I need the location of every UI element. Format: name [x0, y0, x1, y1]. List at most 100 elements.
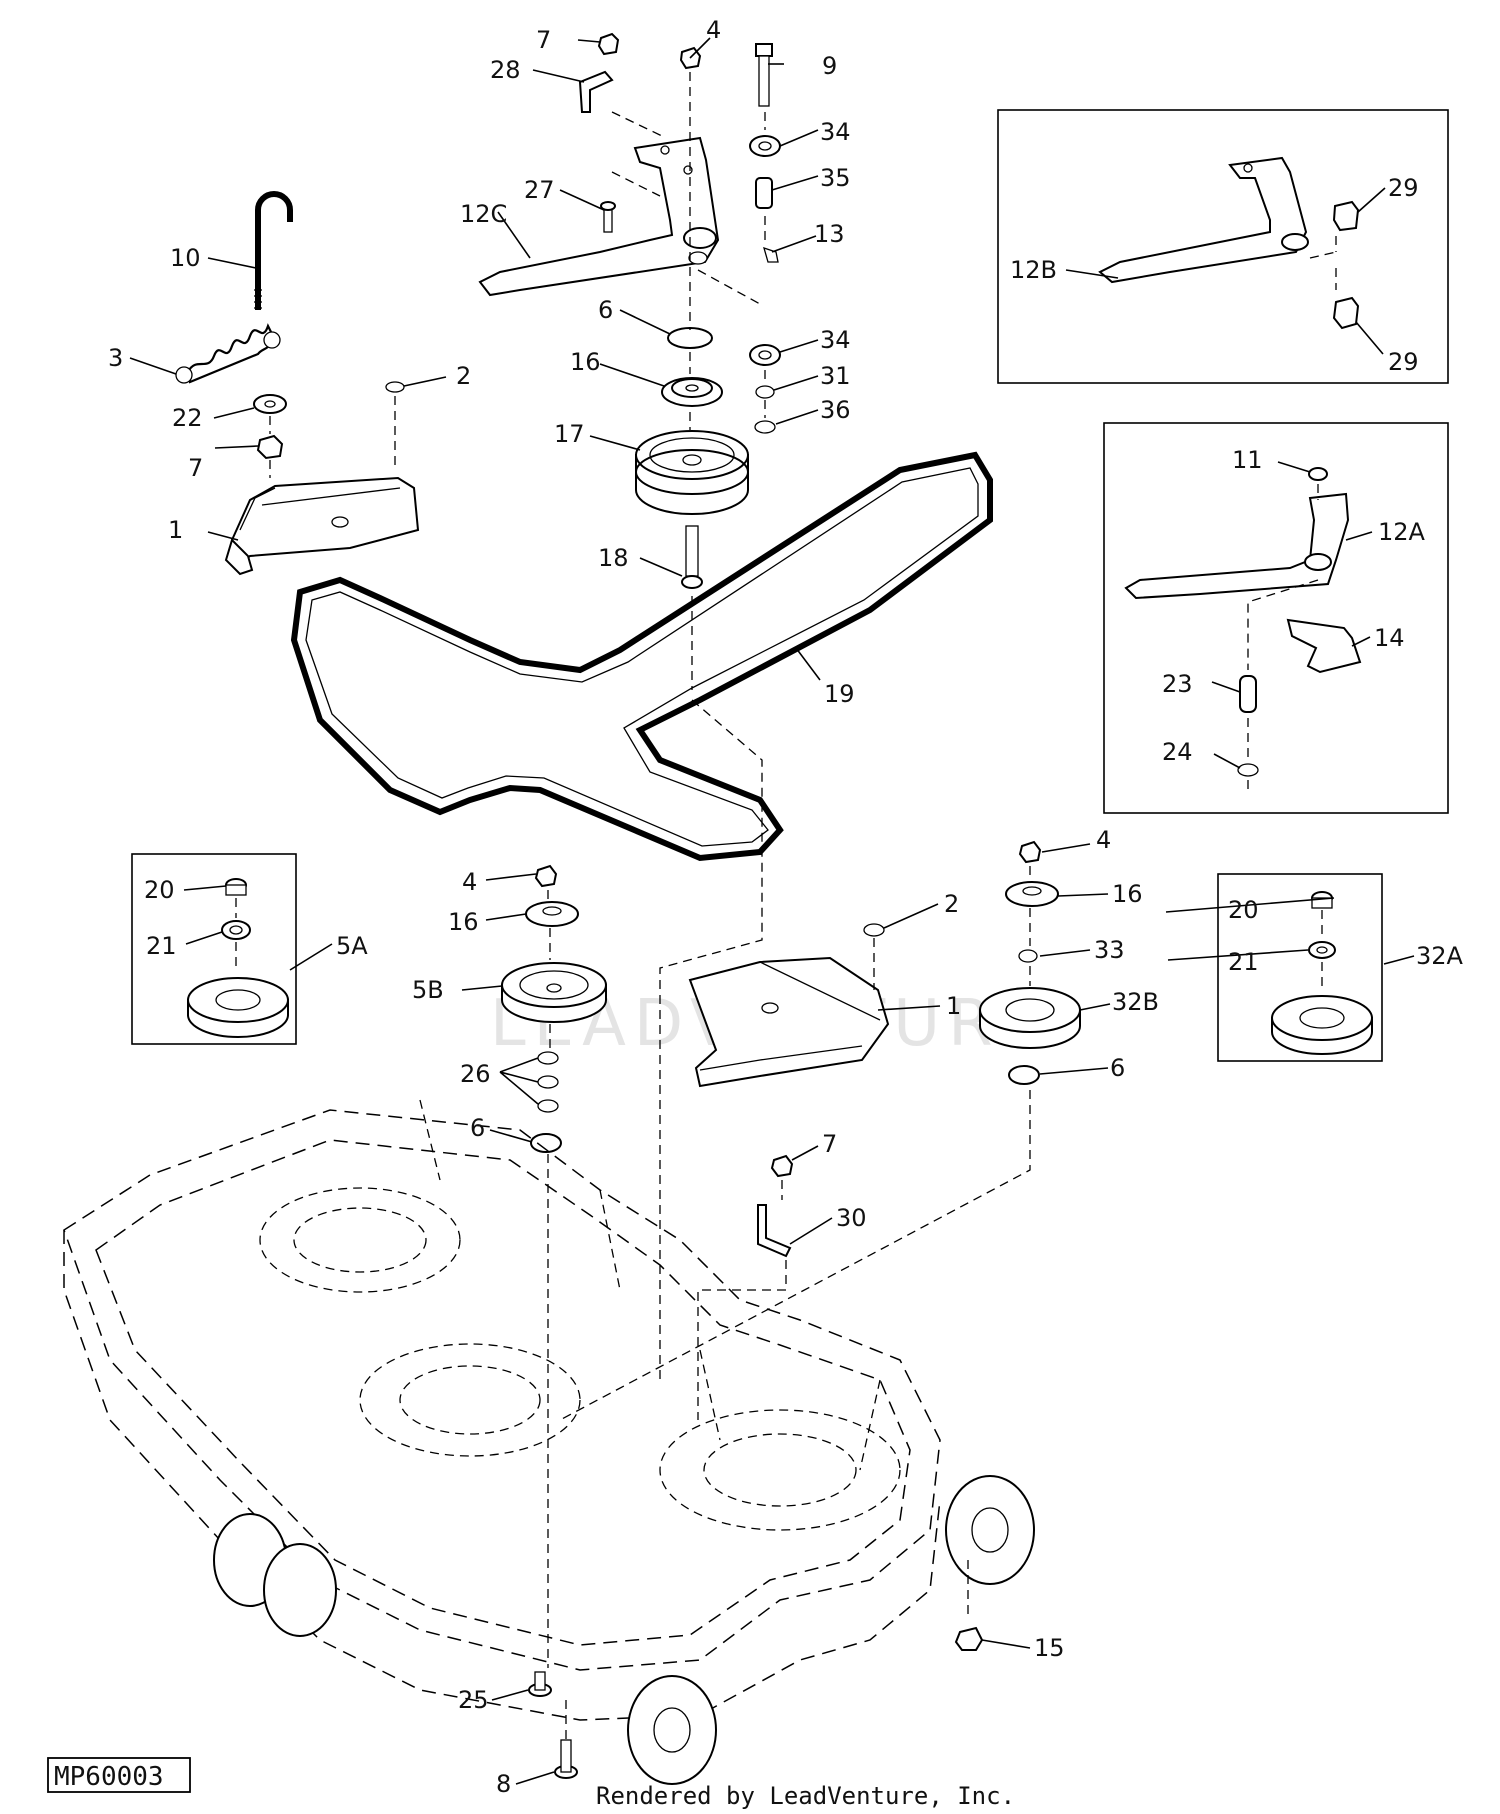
callout-8: 8 [496, 1770, 511, 1798]
bushing-29-lower [1332, 296, 1360, 330]
washers-26 [537, 1051, 559, 1113]
callout-1: 1 [168, 516, 183, 544]
bearing-34-lower [749, 344, 781, 366]
pulley-16-right [1005, 881, 1059, 907]
figure-id: MP60003 [54, 1762, 164, 1792]
callout-23: 23 [1162, 670, 1193, 698]
pulley-16-left [525, 901, 579, 927]
pulley-5B [501, 962, 607, 1023]
callout-34: 34 [820, 118, 851, 146]
inset-box-12B [997, 109, 1449, 384]
callout-7: 7 [188, 454, 203, 482]
callout-24: 24 [1162, 738, 1193, 766]
bushing-29-upper [1332, 200, 1360, 232]
callout-5A: 5A [336, 932, 368, 960]
callout-32B: 32B [1112, 988, 1159, 1016]
callout-6: 6 [1110, 1054, 1125, 1082]
callout-6: 6 [470, 1114, 485, 1142]
callout-9: 9 [822, 52, 837, 80]
callout-25: 25 [458, 1686, 489, 1714]
callout-35: 35 [820, 164, 851, 192]
eyebolt-10 [254, 191, 293, 310]
callout-6: 6 [598, 296, 613, 324]
leader-lines [129, 37, 1415, 1785]
callout-34: 34 [820, 326, 851, 354]
callout-16: 16 [570, 348, 601, 376]
inset-box-5A [131, 853, 297, 1045]
spring-3 [175, 323, 281, 384]
spacer-33 [1018, 949, 1038, 963]
callout-27: 27 [524, 176, 555, 204]
bolt-9 [755, 43, 773, 107]
washer-31 [755, 385, 775, 399]
callout-15: 15 [1034, 1634, 1065, 1662]
callout-1: 1 [946, 992, 961, 1020]
callout-28: 28 [490, 56, 521, 84]
callout-21: 21 [1228, 948, 1259, 976]
nut-7-spring [256, 434, 284, 460]
mower-deck [63, 1099, 1035, 1785]
callout-29: 29 [1388, 174, 1419, 202]
pulley-5A [187, 977, 289, 1038]
callout-32A: 32A [1416, 942, 1464, 970]
idler-arm-12B [1098, 156, 1309, 284]
bolt-8 [554, 1739, 578, 1779]
callout-33: 33 [1094, 936, 1125, 964]
callout-18: 18 [598, 544, 629, 572]
nut-4-right [1018, 840, 1042, 864]
nut-4-left [534, 864, 558, 888]
callout-20: 20 [1228, 896, 1259, 924]
callout-5B: 5B [412, 976, 444, 1004]
washer-6-left [530, 1133, 562, 1153]
callout-16: 16 [1112, 880, 1143, 908]
callout-20: 20 [144, 876, 175, 904]
callout-7: 7 [822, 1130, 837, 1158]
plug-2-right [863, 923, 885, 937]
render-credit: Rendered by LeadVenture, Inc. [596, 1782, 1015, 1810]
inset-box-32A [1217, 873, 1383, 1062]
callout-30: 30 [836, 1204, 867, 1232]
callout-10: 10 [170, 244, 201, 272]
callout-36: 36 [820, 396, 851, 424]
callout-2: 2 [944, 890, 959, 918]
pulley-32A [1271, 995, 1373, 1055]
callout-4: 4 [706, 16, 721, 44]
belt-shield-1-top [224, 476, 420, 576]
callout-2: 2 [456, 362, 471, 390]
spacer-20-32A [1311, 891, 1333, 909]
plug-2-top [385, 381, 405, 393]
washer-22 [253, 394, 287, 414]
washer-6-right [1008, 1065, 1040, 1085]
spacer-23 [1239, 675, 1257, 713]
idler-arm-12C [478, 136, 720, 297]
pulley-32B [979, 987, 1081, 1049]
washer-6-top [667, 327, 713, 349]
callout-7: 7 [536, 26, 551, 54]
bolt-25 [528, 1671, 552, 1697]
callout-14: 14 [1374, 624, 1405, 652]
washer-24 [1237, 763, 1259, 777]
callout-29: 29 [1388, 348, 1419, 376]
alignment-lines [235, 72, 1337, 1740]
callout-17: 17 [554, 420, 585, 448]
bracket-14 [1286, 618, 1362, 674]
bearing-21-32A [1308, 941, 1336, 959]
callout-3: 3 [108, 344, 123, 372]
drive-belt-19 [290, 451, 993, 862]
callout-4: 4 [1096, 826, 1111, 854]
nut-11 [1308, 467, 1328, 481]
belt-shield-1-right [688, 956, 890, 1088]
nut-7-top [597, 32, 620, 56]
callout-12A: 12A [1378, 518, 1426, 546]
bolt-28 [578, 70, 614, 113]
callout-labels: 7 4 9 28 34 35 27 12C 13 10 6 34 16 31 3… [108, 16, 1464, 1798]
nut-7-lower [770, 1154, 794, 1178]
callout-13: 13 [814, 220, 845, 248]
bearing-34-top [749, 135, 781, 157]
callout-11: 11 [1232, 446, 1263, 474]
callout-12C: 12C [460, 200, 507, 228]
callout-31: 31 [820, 362, 851, 390]
nut-15 [954, 1626, 984, 1651]
callout-12B: 12B [1010, 256, 1057, 284]
bearing-21-5A [221, 920, 251, 940]
